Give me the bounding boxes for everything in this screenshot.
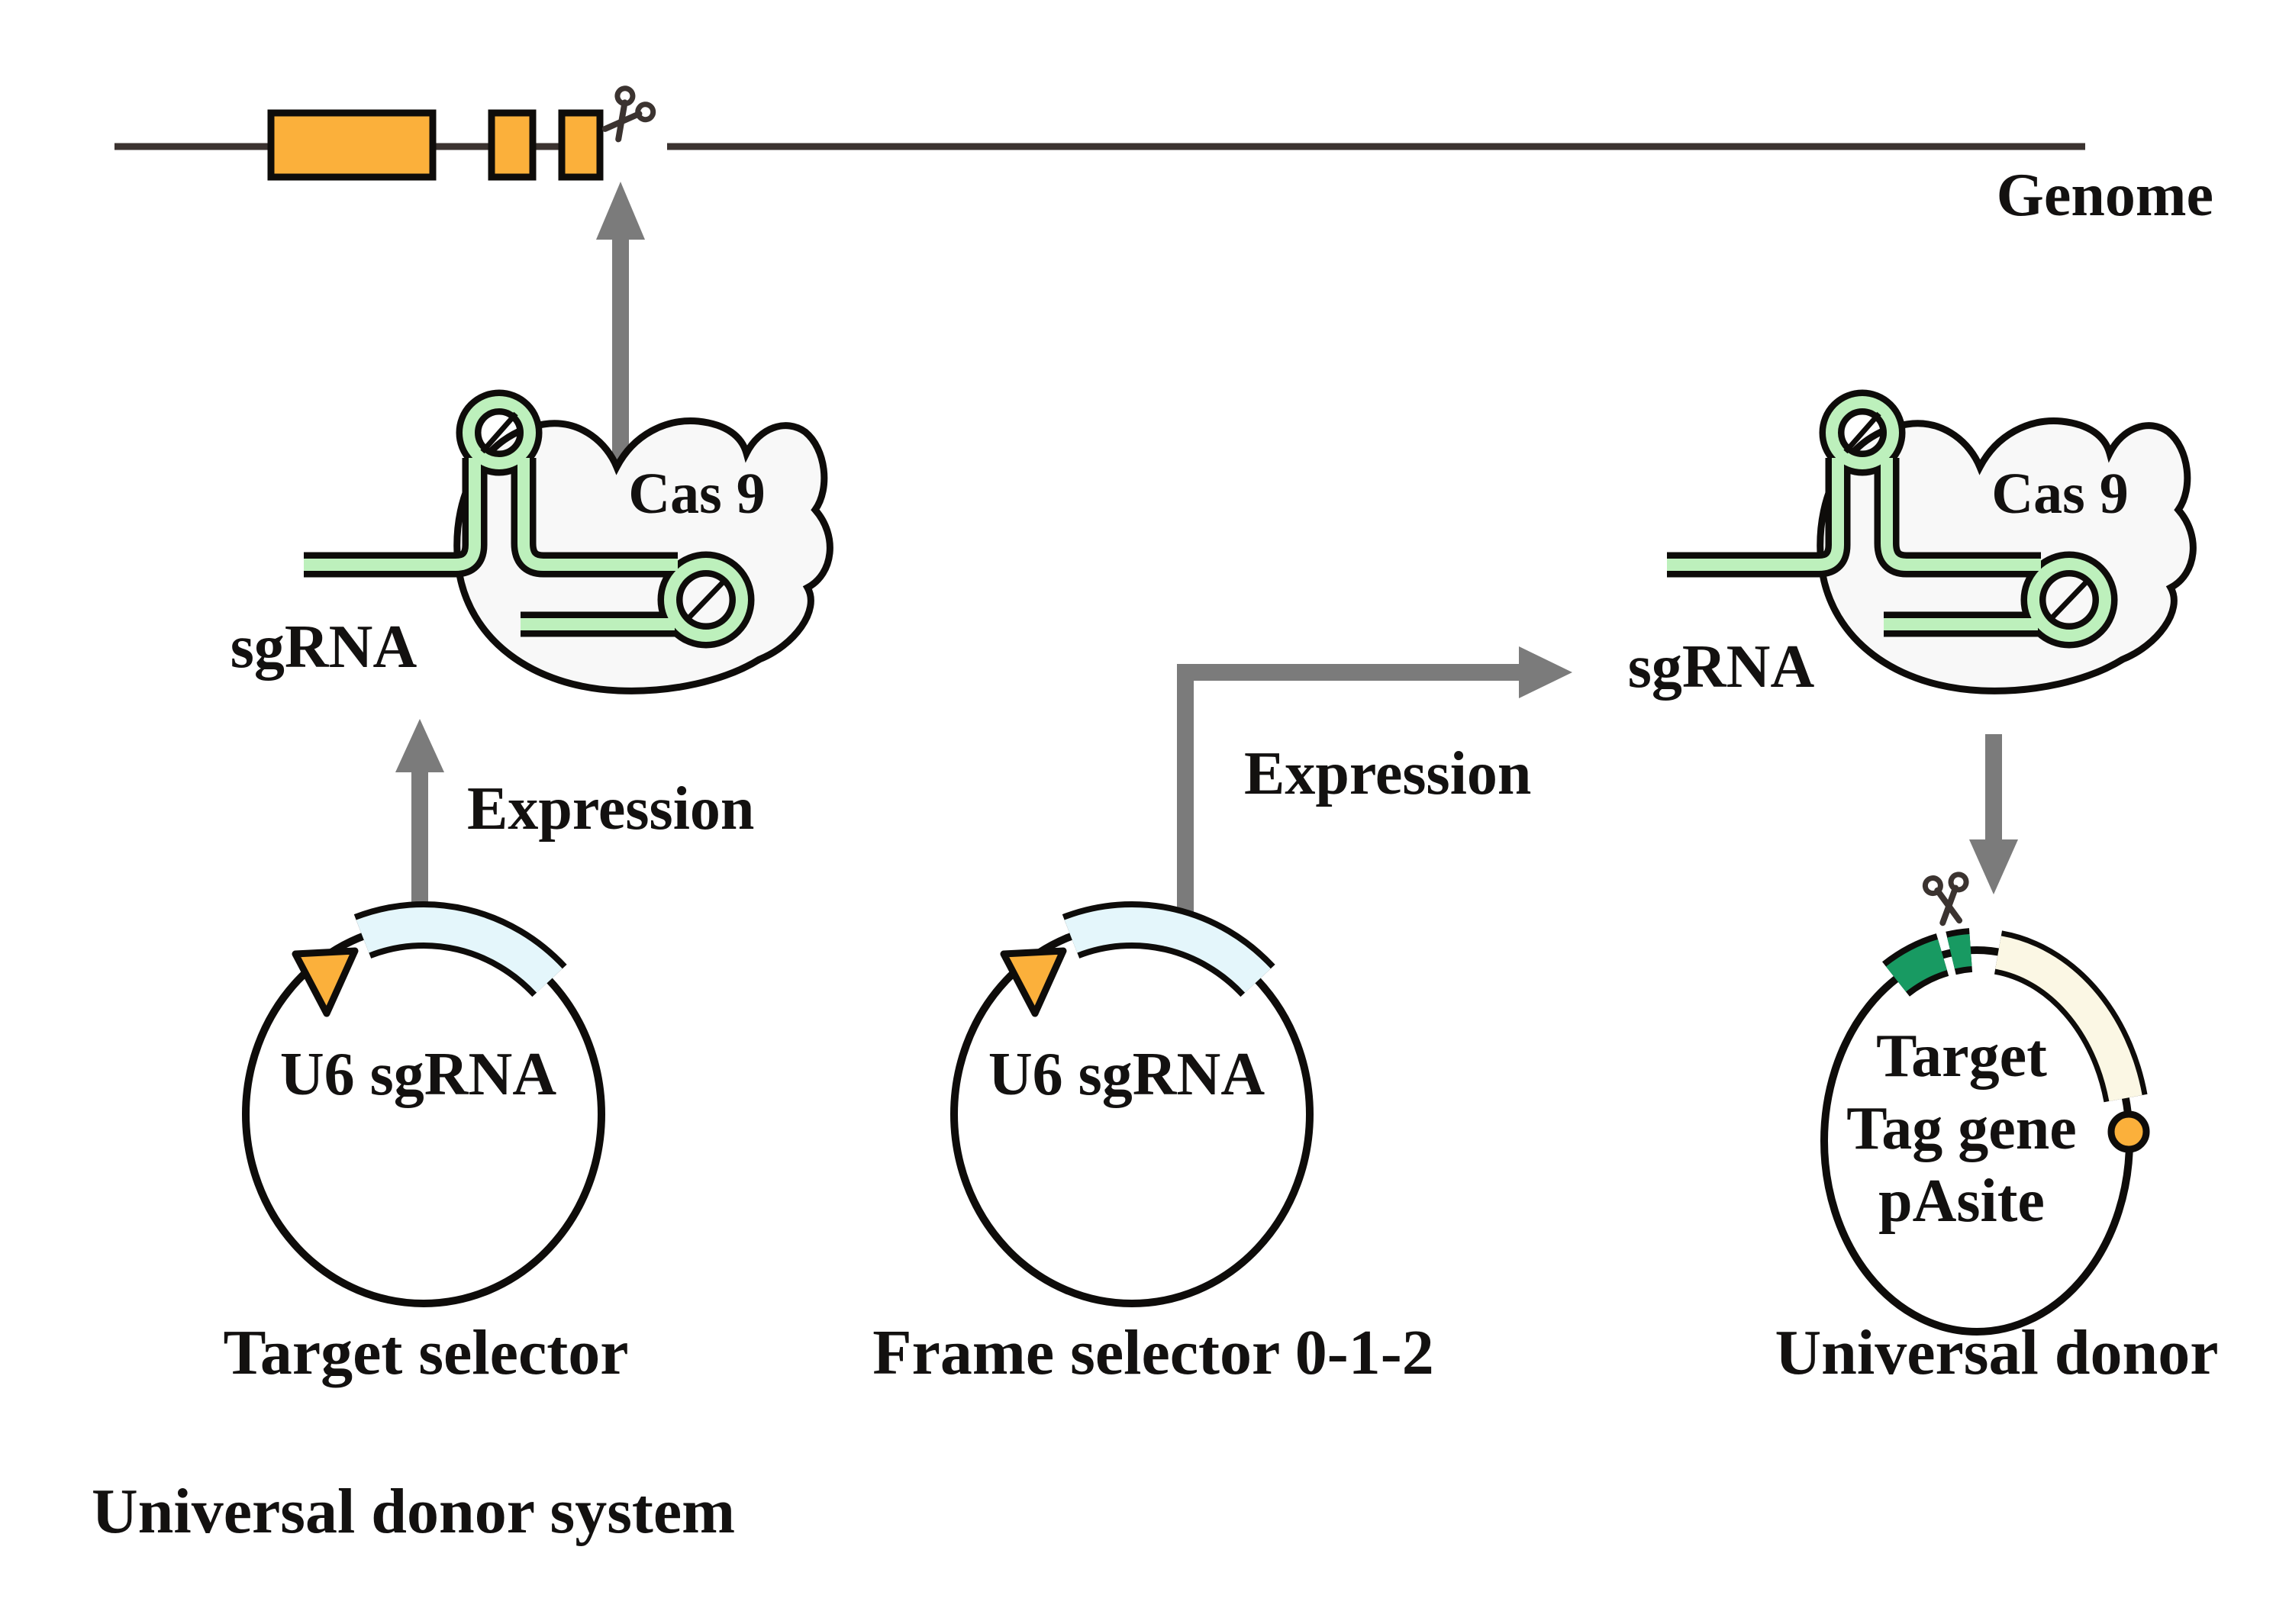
frame-selector-gene-label: U6 sgRNA <box>988 1041 1265 1108</box>
genome-label: Genome <box>1997 162 2213 229</box>
expression-middle-label: Expression <box>1244 740 1531 807</box>
expression-left-label: Expression <box>467 775 754 843</box>
homology-segment-left <box>1885 939 1948 992</box>
cut-arrow-up <box>596 182 645 485</box>
scissors-icon-donor <box>1924 874 1971 925</box>
donor-text-line3: pAsite <box>1878 1168 2045 1235</box>
expression-arrow-middle <box>1177 646 1572 920</box>
expression-arrow-left <box>395 719 444 907</box>
plasmid-frame-selector <box>954 925 1310 1303</box>
cut-arrow-down <box>1969 734 2018 894</box>
homology-segment-right <box>1947 934 1972 969</box>
plasmid-target-selector <box>246 925 601 1303</box>
system-title: Universal donor system <box>92 1476 735 1547</box>
frame-selector-caption: Frame selector 0-1-2 <box>872 1317 1433 1388</box>
plasmid-universal-donor: Target Tag gene pAsite <box>1820 874 2150 1336</box>
universal-donor-caption: Universal donor <box>1775 1317 2218 1388</box>
genome-track: Genome <box>114 85 2213 229</box>
cas9-left-label: Cas 9 <box>628 462 765 526</box>
cas9-right-label: Cas 9 <box>1991 462 2128 526</box>
scissors-icon <box>595 85 656 147</box>
sgrna-right-label: sgRNA <box>1628 633 1815 701</box>
donor-text-line2: Tag gene <box>1846 1095 2077 1162</box>
target-selector-gene-label: U6 sgRNA <box>280 1041 556 1108</box>
exon-2 <box>488 109 537 181</box>
exon-3 <box>558 109 604 181</box>
donor-text-line1: Target <box>1876 1023 2047 1090</box>
target-selector-caption: Target selector <box>224 1317 629 1388</box>
pa-site-dot <box>2107 1110 2150 1153</box>
tag-gene-arc <box>1994 936 2142 1102</box>
sgrna-left-label: sgRNA <box>231 614 418 681</box>
exon-1 <box>267 109 437 181</box>
